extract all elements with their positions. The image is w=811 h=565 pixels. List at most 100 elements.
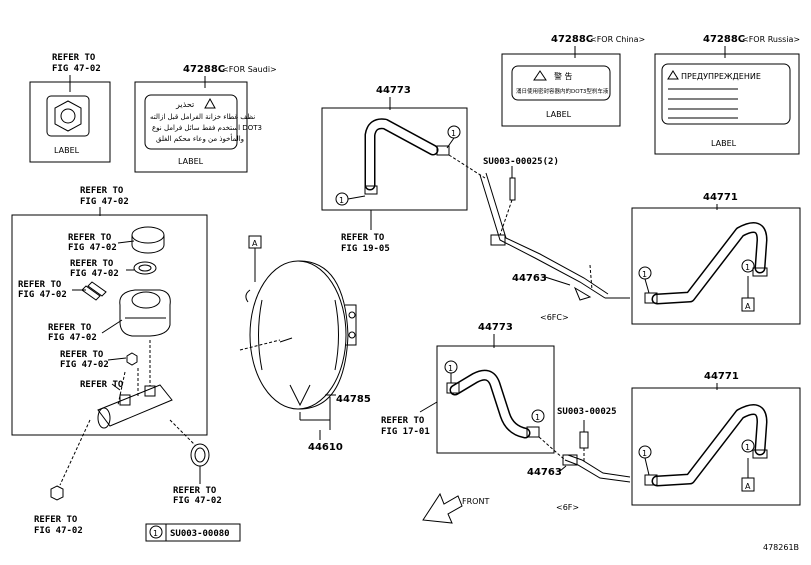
label-text-line: استخدم فقط سائل فرامل نوع DOT3 (152, 124, 262, 132)
brake-booster-icon (239, 260, 357, 410)
label-box (134, 81, 248, 173)
bolt-part-number: SU003-00025 (557, 407, 617, 417)
label-caption: LABEL (546, 110, 572, 119)
circle-one-text: 1 (642, 449, 647, 458)
label-caption: LABEL (54, 146, 80, 155)
ref-text: REFER TO (34, 515, 78, 525)
master-cylinder-box (11, 214, 208, 436)
label-caption: LABEL (178, 157, 204, 166)
nut-bottom-left-group: REFER TO FIG 47-02 (34, 419, 91, 536)
part-number: 44785 (336, 394, 371, 405)
ref-text: FIG 47-02 (60, 360, 109, 370)
check-valve-6f-group: SU003-00025 44763 <6F> (527, 407, 631, 512)
front-label: FRONT (462, 497, 489, 506)
ref-text: FIG 47-02 (34, 526, 83, 536)
hose-box (436, 345, 555, 454)
ref-text: REFER TO (80, 186, 124, 196)
hose-box (631, 387, 801, 506)
warning-triangle-icon (204, 97, 216, 109)
label-caption: LABEL (711, 139, 737, 148)
ref-text: REFER TO (60, 350, 104, 360)
label-box (29, 81, 111, 163)
hose-clip-icon (644, 474, 658, 486)
hose-clip-icon (436, 145, 450, 156)
label-warning: 警 告 (554, 71, 573, 81)
variant-note: <FOR Russia> (742, 35, 800, 44)
ref-text: FIG 47-02 (70, 269, 119, 279)
ref-text: FIG 17-01 (381, 427, 430, 437)
seal-ring-icon (190, 443, 210, 467)
ref-text: FIG 47-02 (173, 496, 222, 506)
part-number: 44773 (478, 322, 513, 333)
label-box (654, 53, 800, 155)
reservoir-cap-icon (131, 226, 165, 254)
marker-a-text: A (745, 482, 751, 491)
front-arrow-icon (422, 492, 463, 524)
label-box (501, 53, 621, 127)
bolt-part-number: SU003-00025(2) (483, 157, 559, 167)
circle-one-text: 1 (448, 364, 453, 373)
hose-44771-top-group: 44771 1 1 A (631, 192, 801, 325)
label-warning: تحذير (175, 100, 194, 109)
legend-part-number: SU003-00080 (170, 529, 230, 539)
part-number: 47288C (183, 64, 225, 75)
ref-text: REFER TO (173, 486, 217, 496)
ref-text: REFER TO (52, 53, 96, 63)
circle-one-text: 1 (642, 270, 647, 279)
strainer-icon (133, 261, 157, 275)
brake-booster-group: A 44785 44610 (239, 235, 371, 453)
ref-text: FIG 47-02 (48, 333, 97, 343)
variant-label: <6FC> (540, 313, 569, 322)
hose-clip-icon (446, 382, 460, 394)
hex-nut-icon (46, 95, 90, 137)
ref-text: FIG 19-05 (341, 244, 390, 254)
master-cylinder-group: REFER TO FIG 47-02 REFER TO FIG 47-02 RE… (11, 186, 208, 436)
seal-group: REFER TO FIG 47-02 (169, 419, 222, 506)
label-text-line: 涌日使用密封容器内的DOT3型刹车液 (516, 87, 609, 95)
part-number: 47288C (703, 34, 745, 45)
circle-one-text: 1 (451, 129, 456, 138)
brake-fluid-reservoir-icon (119, 289, 171, 337)
ref-text: FIG 47-02 (68, 243, 117, 253)
legend-group: 1 SU003-00080 (145, 523, 241, 542)
hose-44771-bottom-group: 44771 1 1 A (631, 371, 801, 506)
bracket-icon (490, 234, 506, 246)
circle-one-icon (149, 525, 163, 539)
hose-box (321, 107, 468, 211)
part-number: 44763 (512, 273, 547, 284)
ref-text: FIG 47-02 (80, 197, 129, 207)
hose-box (631, 207, 801, 325)
ref-text: REFER TO (48, 323, 92, 333)
figure-id: 478261B (763, 543, 799, 552)
reservoir-pin-icon (81, 281, 107, 301)
variant-note: <FOR China> (590, 35, 645, 44)
circle-one-text: 1 (745, 263, 750, 272)
label-text-line: نظف غطاء خزانة الفرامل قبل ازالته (150, 113, 255, 121)
variant-note: <FOR Saudi> (222, 65, 277, 74)
circle-one-text: 1 (153, 529, 158, 538)
nut-icon (50, 485, 64, 501)
label-russia-group: 47288C <FOR Russia> ПРЕДУПРЕЖДЕНИЕ LABEL (654, 34, 800, 155)
label-warning: ПРЕДУПРЕЖДЕНИЕ (681, 72, 761, 81)
circle-one-text: 1 (339, 196, 344, 205)
check-valve-6fc-group: SU003-00025(2) 44763 <6FC> (448, 154, 630, 322)
ref-text: FIG 47-02 (52, 64, 101, 74)
label-china-group: 47288C <FOR China> 警 告 涌日使用密封容器内的DOT3型刹车… (501, 34, 645, 127)
part-number: 44771 (704, 371, 739, 382)
check-valve-icon (562, 454, 578, 466)
part-number: 47288C (551, 34, 593, 45)
legend-box (145, 523, 241, 542)
ref-text: REFER TO (68, 233, 112, 243)
master-cylinder-body-icon (97, 340, 173, 429)
warning-triangle-icon (667, 70, 679, 80)
hose-clip-icon (752, 267, 768, 277)
ref-text: FIG 47-02 (18, 290, 67, 300)
grommet-icon (126, 352, 138, 366)
ref-text: REFER TO (70, 259, 114, 269)
hose-44773-bottom-group: 44773 1 1 REFER TO FIG 17-01 (381, 322, 555, 454)
ref-text: REFER TO (18, 280, 62, 290)
hose-clip-icon (526, 426, 540, 438)
hose-clip-icon (644, 292, 658, 304)
